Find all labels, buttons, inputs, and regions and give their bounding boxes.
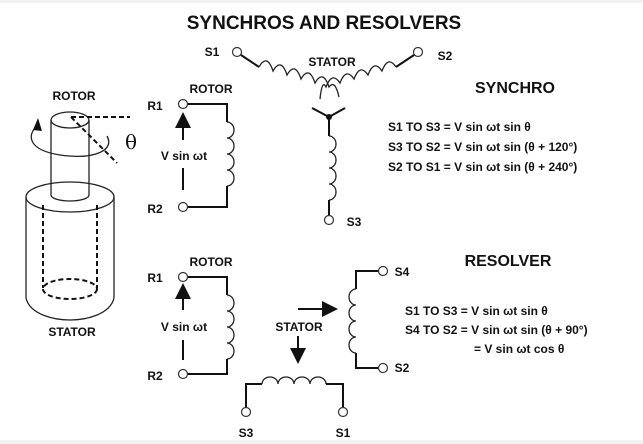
resolver-s2-label: S2 [395, 361, 410, 375]
synchro-s1-terminal [231, 46, 243, 58]
synchro-s1-coil [258, 60, 340, 98]
mech-stator-label: STATOR [48, 325, 96, 339]
resolver-equation: S1 TO S3 = V sin ωt sin θ [405, 304, 548, 318]
diagram-svg: SYNCHROS AND RESOLVERS ROTOR θ STATOR RO… [25, 13, 588, 440]
synchro-r2-label: R2 [147, 202, 163, 216]
resolver-rotor-label: ROTOR [189, 255, 232, 269]
resolver-s1-terminal [337, 406, 349, 418]
resolver-s3-label: S3 [239, 426, 254, 440]
resolver-equation: = V sin ωt cos θ [474, 342, 564, 356]
rotation-arrowhead-icon [33, 118, 42, 131]
resolver-s3-terminal [240, 406, 252, 418]
synchro-s2-coil [319, 61, 397, 100]
resolver-heading: RESOLVER [465, 253, 552, 270]
mechanical-illustration: ROTOR θ STATOR [25, 89, 137, 339]
diagram-canvas: SYNCHROS AND RESOLVERS ROTOR θ STATOR RO… [0, 3, 643, 440]
mech-rotor-label: ROTOR [52, 89, 95, 103]
synchro-s2-terminal [412, 46, 424, 58]
synchro-equation: S2 TO S1 = V sin ωt sin (θ + 240°) [388, 160, 577, 174]
stator-top [25, 181, 115, 213]
resolver-stator: STATOR S4 S2 S3 S1 [239, 265, 410, 440]
rotor-angle-line [70, 116, 118, 164]
synchro-heading: SYNCHRO [475, 80, 555, 97]
resolver-r1-terminal [177, 271, 189, 283]
synchro-rotor-coil [226, 121, 235, 187]
synchro-stator: STATOR S1 S2 S3 [205, 45, 453, 229]
synchro-s2-label: S2 [438, 49, 453, 63]
resolver-s4-s2-coil [348, 288, 357, 354]
resolver-stator-label: STATOR [275, 320, 323, 334]
synchro-stator-label: STATOR [308, 55, 356, 69]
resolver-s1-label: S1 [336, 426, 351, 440]
resolver-rotor-coil [226, 294, 235, 360]
synchro-excitation-label: V sin ωt [161, 149, 207, 163]
resolver-s4-label: S4 [395, 265, 410, 279]
resolver-s3-s1-coil [261, 376, 327, 385]
rotation-arrow-icon [30, 124, 110, 157]
resolver-s2-terminal [377, 362, 389, 374]
resolver-equation: S4 TO S2 = V sin ωt sin (θ + 90°) [405, 323, 588, 337]
resolver-rotor: ROTOR R1 R2 V sin ωt [147, 255, 235, 383]
synchro-s3-terminal [323, 214, 335, 226]
resolver-equations: RESOLVER S1 TO S3 = V sin ωt sin θ S4 TO… [405, 253, 588, 356]
resolver-r2-label: R2 [147, 369, 163, 383]
synchro-rotor: ROTOR R1 R2 V sin ωt [147, 82, 235, 216]
resolver-r2-terminal [177, 368, 189, 380]
synchro-s3-coil [328, 135, 337, 201]
theta-symbol: θ [125, 130, 137, 154]
page-title: SYNCHROS AND RESOLVERS [187, 13, 461, 34]
synchro-equation: S3 TO S2 = V sin ωt sin (θ + 120°) [388, 140, 577, 154]
synchro-r1-terminal [177, 98, 189, 110]
synchro-r1-label: R1 [147, 99, 163, 113]
resolver-excitation-label: V sin ωt [161, 320, 207, 334]
resolver-r1-label: R1 [147, 271, 163, 285]
synchro-s3-label: S3 [347, 215, 362, 229]
synchro-s1-label: S1 [205, 45, 220, 59]
synchro-rotor-label: ROTOR [189, 82, 232, 96]
resolver-s4-terminal [377, 265, 389, 277]
synchro-equations: SYNCHRO S1 TO S3 = V sin ωt sin θ S3 TO … [388, 80, 577, 174]
shaft-top [50, 111, 90, 129]
synchro-equation: S1 TO S3 = V sin ωt sin θ [388, 120, 531, 134]
synchro-r2-terminal [177, 201, 189, 213]
